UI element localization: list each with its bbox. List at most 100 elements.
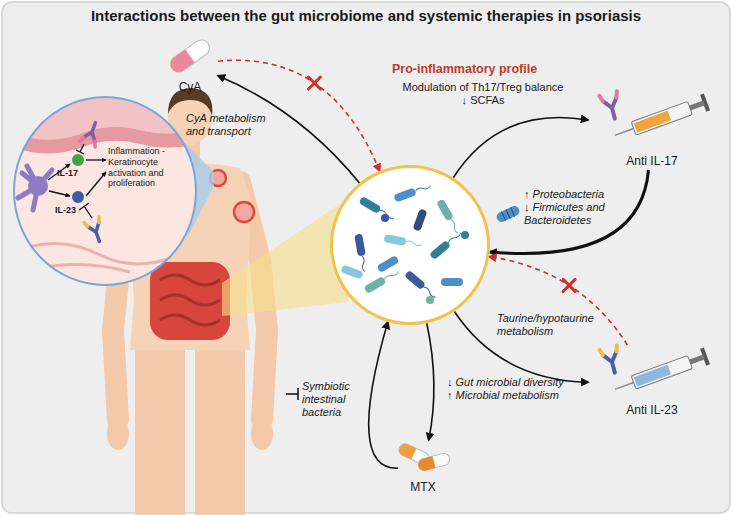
bacterium <box>340 264 363 279</box>
edge-label: Modulation of Th17/Treg balance ↓ SCFAs <box>400 81 566 107</box>
right-hand <box>251 418 273 450</box>
flagellum <box>415 184 431 192</box>
blocked-mark <box>308 77 320 89</box>
syringe-barrel <box>631 101 692 135</box>
bacterium <box>412 208 427 231</box>
bacteria <box>340 182 469 304</box>
edge-label: CyA metabolism and transport <box>186 112 274 138</box>
blocked-mark <box>563 279 575 291</box>
flagellum <box>447 231 461 244</box>
bacterium-body <box>376 255 399 273</box>
skin-inset: IL-17IL-23 Inflammation - Keratinocyte ac… <box>13 96 197 286</box>
connector-arrow <box>369 322 398 468</box>
antibody-arm <box>84 217 101 227</box>
node-text: Anti IL-23 <box>588 403 716 417</box>
microbiome-fill <box>331 166 489 324</box>
diagram-title: Interactions between the gut microbiome … <box>0 7 732 25</box>
edge-label: Taurine/hypotaurine metabolism <box>497 312 607 338</box>
antibody-stem <box>603 97 622 120</box>
node-text: IL-17 <box>57 168 97 179</box>
leader-arrow <box>86 172 106 196</box>
capsule-shell <box>417 452 451 472</box>
drug-node: Anti IL-17 <box>588 92 716 170</box>
inhibit-bar <box>79 203 92 218</box>
bacterium-body <box>393 187 416 202</box>
syringe-icon <box>612 347 710 397</box>
drug-node: Anti IL-23 <box>588 345 716 423</box>
il17-dot <box>72 154 84 166</box>
left-leg <box>135 340 185 515</box>
syringe-barrel <box>631 355 692 389</box>
bacterium <box>404 270 438 301</box>
bacterium-body <box>383 234 406 246</box>
capsule-icon <box>417 452 451 472</box>
vessel <box>20 244 190 272</box>
node-text: MTX <box>398 480 448 494</box>
syringe-needle <box>615 129 634 136</box>
coccus <box>461 231 469 239</box>
bacterium <box>383 234 422 248</box>
bacterium <box>429 230 463 261</box>
psoriasis-lesion <box>234 202 254 222</box>
flagellum <box>384 270 399 281</box>
inhibit-symbol <box>286 388 298 400</box>
cell-process <box>18 166 52 210</box>
bacterium-body <box>441 278 463 286</box>
node-text: CyA <box>162 80 218 94</box>
edge-label: Symbiotic intestinal bacteria <box>302 380 364 420</box>
bacterium-body <box>495 204 521 223</box>
syringe-liquid <box>634 365 671 387</box>
drug-node: MTX <box>398 440 448 495</box>
left-hand <box>107 418 129 450</box>
bacterium <box>354 233 368 272</box>
node-text: IL-23 <box>55 205 95 216</box>
skin-inset-art <box>10 90 205 290</box>
capsule-half <box>417 456 436 472</box>
connector-arrow <box>489 257 627 345</box>
syringe-icon <box>612 93 710 143</box>
bacterium-body <box>354 233 366 256</box>
capsule-icon <box>167 37 212 75</box>
node-outline <box>13 96 197 286</box>
capsule-half <box>397 442 417 460</box>
inhibit-bar <box>76 144 84 154</box>
il23-dot <box>72 191 84 203</box>
bacterium-icon <box>495 204 521 223</box>
connector-arrow <box>453 117 588 177</box>
coccus <box>426 296 434 304</box>
coccus <box>381 214 389 222</box>
annotation-label: Pro-inflammatory profile <box>392 62 592 77</box>
bacterium-body <box>412 208 427 231</box>
flagellum <box>449 219 460 234</box>
bacterium <box>363 268 400 294</box>
bacterium-body <box>429 240 451 260</box>
microbiome-circle <box>330 165 490 325</box>
syringe-needle <box>615 383 634 390</box>
dermis <box>10 90 205 290</box>
leader-arrow <box>86 159 106 160</box>
bacterium <box>436 198 462 235</box>
antibody <box>84 217 107 244</box>
node-text: Inflammation - Keratinocyte activation a… <box>108 146 194 189</box>
drug-node: CyA <box>162 33 218 95</box>
bacterium <box>376 255 399 273</box>
antibody <box>599 91 623 121</box>
bacterium <box>393 182 431 203</box>
antibody-stem <box>88 222 105 243</box>
bacterium-body <box>436 198 454 221</box>
antibody-arm <box>599 345 618 355</box>
capsule-shell <box>167 37 212 75</box>
right-leg <box>195 340 245 515</box>
antibody-arm <box>599 91 618 101</box>
connector-arrow <box>490 170 649 254</box>
cell-body <box>28 176 48 196</box>
connector-arrow <box>427 323 434 440</box>
antibody-stem <box>84 121 101 142</box>
bacterium-body <box>363 276 386 294</box>
node-ellipse <box>14 97 196 285</box>
node-outline <box>330 165 490 325</box>
